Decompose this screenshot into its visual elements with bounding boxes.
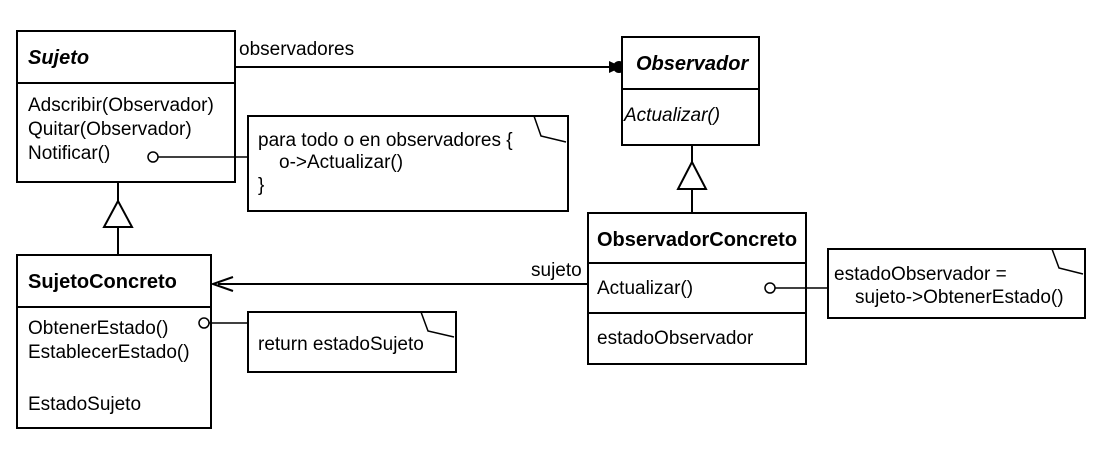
class-sujeto-concreto-name: SujetoConcreto bbox=[28, 271, 177, 293]
note-connector-obtener-estado bbox=[198, 317, 248, 329]
class-sujeto-concreto-method-establecer: EstablecerEstado() bbox=[28, 342, 190, 363]
generalization-observador-triangle bbox=[676, 159, 708, 190]
note-actualizar-line-1: estadoObservador = bbox=[834, 264, 1007, 285]
class-observador-concreto-attribute-estado: estadoObservador bbox=[597, 328, 754, 349]
note-notificar: para todo o en observadores { o->Actuali… bbox=[247, 115, 569, 212]
generalization-sujeto-triangle bbox=[102, 198, 134, 228]
note-actualizar-fold bbox=[1051, 248, 1084, 275]
note-anchor-notificar bbox=[147, 151, 159, 163]
class-sujeto-concreto-method-obtener: ObtenerEstado() bbox=[28, 318, 168, 339]
class-observador-concreto-name: ObservadorConcreto bbox=[597, 229, 797, 251]
note-notificar-box bbox=[247, 115, 569, 212]
note-actualizar-box bbox=[827, 248, 1086, 319]
class-sujeto-concreto[interactable]: SujetoConcreto ObtenerEstado() Establece… bbox=[16, 254, 212, 429]
class-sujeto-method-quitar: Quitar(Observador) bbox=[28, 119, 192, 140]
note-notificar-fold bbox=[533, 115, 567, 143]
class-sujeto-name: Sujeto bbox=[28, 47, 89, 69]
note-notificar-line-3: } bbox=[258, 175, 264, 196]
note-obtener-estado-line-1: return estadoSujeto bbox=[258, 334, 424, 355]
class-observador[interactable]: Observador Actualizar() bbox=[621, 36, 760, 146]
association-observadores: observadores bbox=[236, 39, 625, 73]
generalization-observador bbox=[676, 145, 708, 213]
note-actualizar-line-2: sujeto->ObtenerEstado() bbox=[855, 287, 1064, 308]
note-actualizar: estadoObservador = sujeto->ObtenerEstado… bbox=[827, 248, 1086, 319]
note-obtener-estado-fold bbox=[420, 311, 455, 338]
note-connector-notificar bbox=[147, 151, 248, 163]
class-observador-method-actualizar: Actualizar() bbox=[623, 105, 720, 126]
note-obtener-estado-box bbox=[247, 311, 457, 373]
association-sujeto: sujeto bbox=[209, 260, 588, 292]
association-label-observadores: observadores bbox=[239, 39, 354, 60]
note-obtener-estado: return estadoSujeto bbox=[247, 311, 457, 373]
note-connector-actualizar bbox=[764, 282, 828, 294]
association-label-sujeto: sujeto bbox=[531, 260, 582, 281]
class-observador-concreto-method-actualizar: Actualizar() bbox=[597, 278, 693, 299]
class-observador-box bbox=[621, 36, 760, 146]
class-sujeto-concreto-attribute-estado: EstadoSujeto bbox=[28, 394, 141, 415]
class-sujeto-method-adscribir: Adscribir(Observador) bbox=[28, 95, 214, 116]
class-sujeto-concreto-box bbox=[16, 254, 212, 429]
generalization-sujeto bbox=[102, 182, 134, 255]
note-notificar-line-1: para todo o en observadores { bbox=[258, 130, 513, 151]
note-anchor-actualizar bbox=[764, 282, 776, 294]
note-anchor-obtener-estado bbox=[198, 317, 210, 329]
class-sujeto[interactable]: Sujeto Adscribir(Observador) Quitar(Obse… bbox=[16, 30, 236, 183]
class-sujeto-method-notificar: Notificar() bbox=[28, 143, 110, 164]
association-sujeto-arrowhead bbox=[209, 276, 234, 292]
note-notificar-line-2: o->Actualizar() bbox=[279, 152, 403, 173]
class-observador-name: Observador bbox=[636, 53, 749, 75]
